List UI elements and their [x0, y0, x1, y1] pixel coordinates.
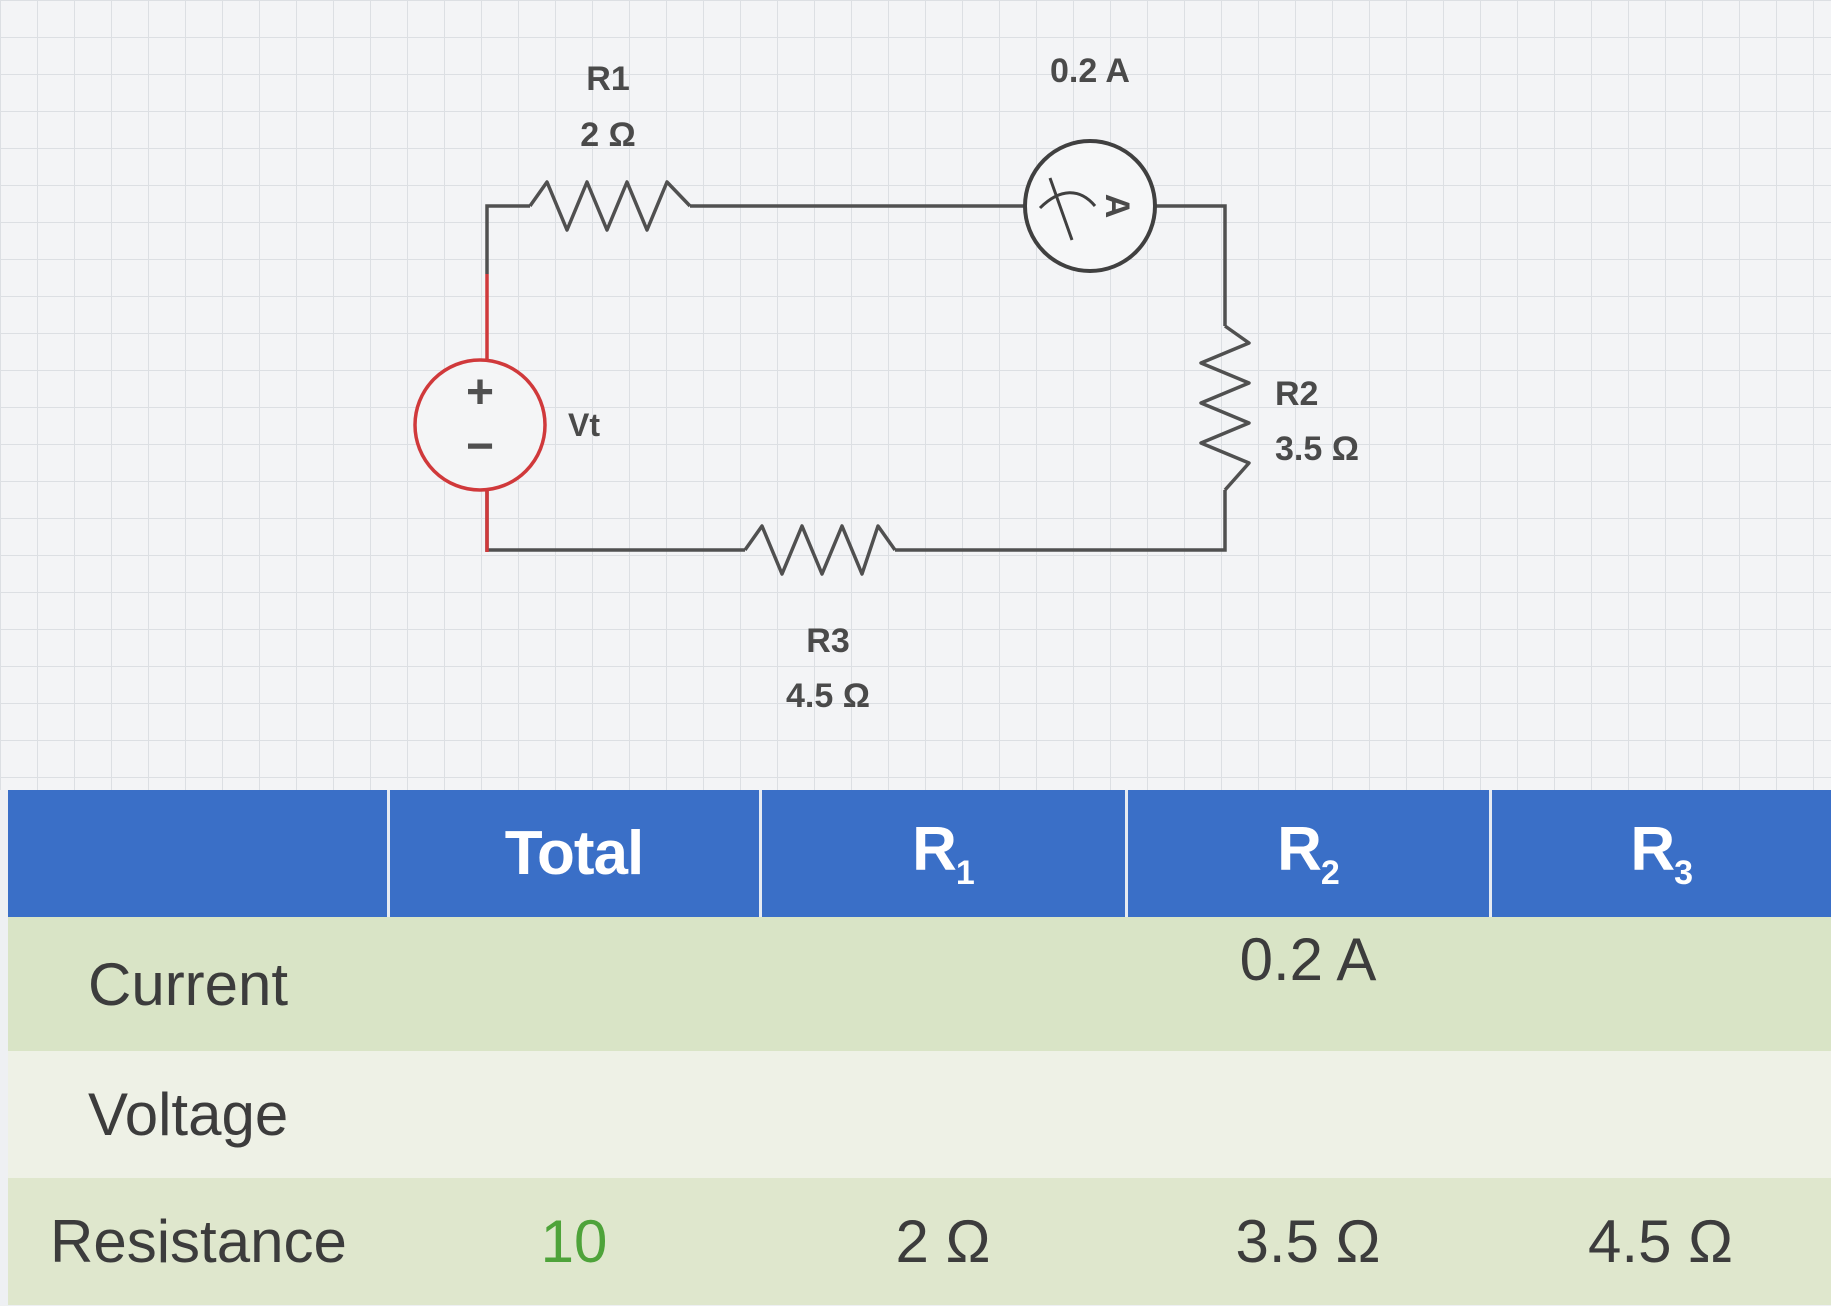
ammeter: A	[1023, 139, 1157, 273]
table-header-row: Total R1 R2 R3	[8, 790, 1831, 917]
cell-voltage-r2[interactable]	[1126, 1051, 1490, 1178]
circuit-diagram: A + − R1 2 Ω 0.2 A Vt R2 3.5 Ω R3 4.5 Ω	[413, 52, 1359, 715]
source-label: Vt	[568, 407, 600, 443]
r1-value-label: 2 Ω	[580, 116, 636, 154]
header-empty	[8, 790, 388, 917]
r3-value-label: 4.5 Ω	[786, 677, 870, 715]
ammeter-needle-icon	[1038, 177, 1097, 241]
resistor-r2	[1199, 324, 1251, 492]
source-minus-sign: −	[466, 420, 494, 473]
wire-top-left	[485, 204, 530, 274]
header-r3-letter: R	[1630, 815, 1675, 884]
cell-voltage-total[interactable]	[388, 1051, 760, 1178]
r2-value-label: 3.5 Ω	[1275, 430, 1359, 468]
row-label-resistance: Resistance	[8, 1178, 388, 1305]
cell-resistance-r3[interactable]: 4.5 Ω	[1490, 1178, 1831, 1305]
cell-resistance-total[interactable]: 10	[388, 1178, 760, 1305]
cell-current-r3[interactable]	[1490, 917, 1831, 1051]
cell-voltage-r3[interactable]	[1490, 1051, 1831, 1178]
row-label-voltage: Voltage	[8, 1051, 388, 1178]
header-r2-letter: R	[1277, 815, 1322, 884]
source-circle	[413, 358, 547, 492]
header-r1: R1	[758, 790, 1126, 917]
table-row-resistance: Resistance 10 2 Ω 3.5 Ω 4.5 Ω	[8, 1178, 1831, 1305]
cell-current-total[interactable]	[388, 917, 760, 1051]
ammeter-symbol: A	[1098, 194, 1136, 219]
cell-resistance-r2[interactable]: 3.5 Ω	[1126, 1178, 1490, 1305]
table-row-current: Current 0.2 A	[8, 917, 1831, 1051]
cell-resistance-r1[interactable]: 2 Ω	[760, 1178, 1126, 1305]
header-r2-sub: 2	[1320, 854, 1340, 892]
header-r1-letter: R	[912, 815, 957, 884]
source-plus-sign: +	[466, 366, 494, 419]
r2-name-label: R2	[1275, 375, 1318, 413]
r1-name-label: R1	[586, 60, 629, 98]
header-r3: R3	[1488, 790, 1831, 917]
resistor-r1	[528, 180, 692, 232]
wire-right-lower	[895, 490, 1227, 552]
voltage-source: + −	[413, 274, 547, 552]
circuit-values-table: Total R1 R2 R3 Current 0.2 A Voltage Res…	[8, 790, 1831, 1305]
header-r3-sub: 3	[1674, 854, 1693, 892]
grid-background	[0, 0, 1831, 790]
ammeter-reading-label: 0.2 A	[1050, 52, 1130, 90]
wire-bottom-left	[485, 490, 745, 552]
header-r1-sub: 1	[955, 854, 975, 892]
cell-current-r1[interactable]	[760, 917, 1126, 1051]
header-r2: R2	[1124, 790, 1490, 917]
wire-top-right	[1155, 204, 1227, 326]
cell-voltage-r1[interactable]	[760, 1051, 1126, 1178]
row-label-current: Current	[8, 917, 388, 1051]
header-total: Total	[386, 790, 760, 917]
resistor-r3	[743, 524, 897, 576]
cell-current-r2[interactable]: 0.2 A	[1126, 917, 1490, 1051]
ammeter-circle	[1023, 139, 1157, 273]
r3-name-label: R3	[806, 622, 849, 660]
table-row-voltage: Voltage	[8, 1051, 1831, 1178]
